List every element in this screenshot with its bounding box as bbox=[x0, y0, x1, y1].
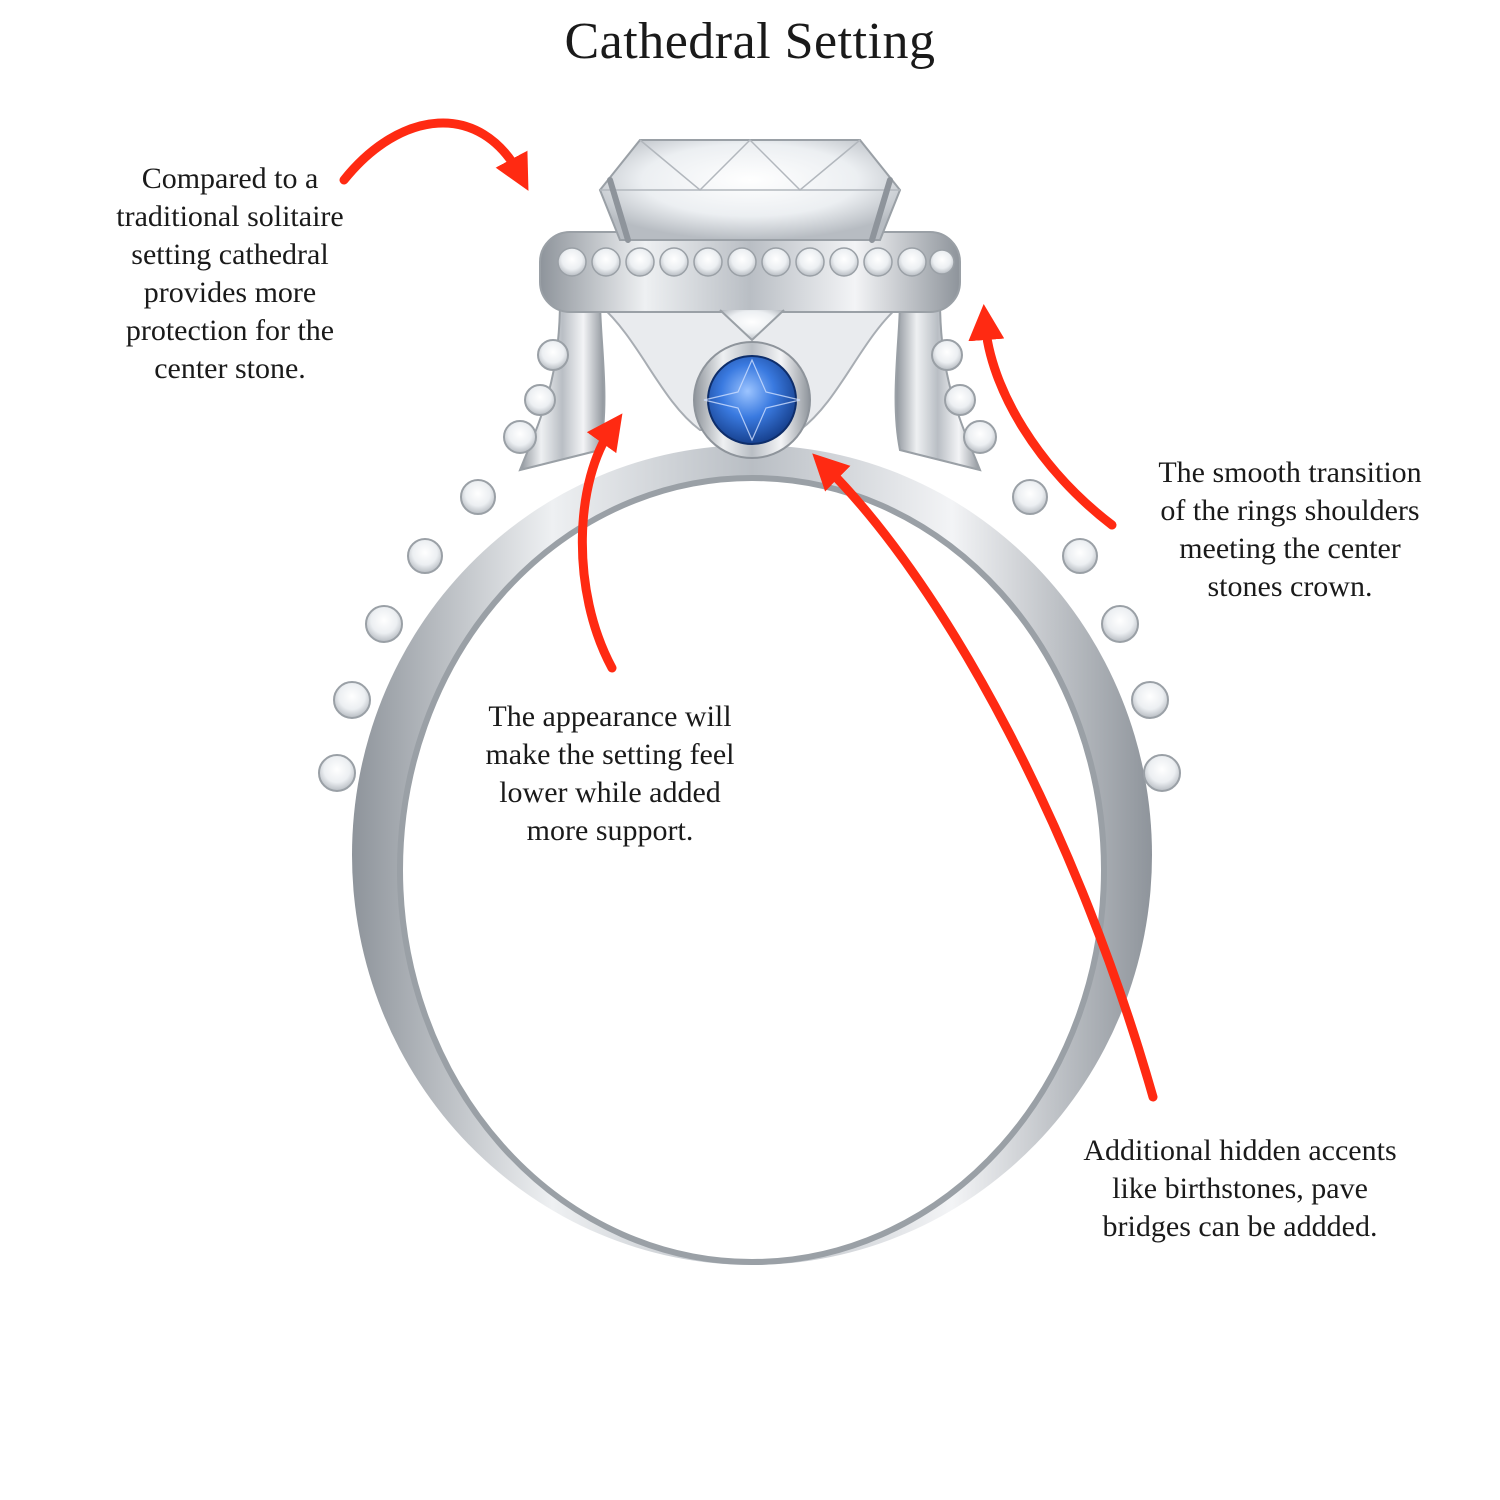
ring-band bbox=[352, 445, 1152, 1265]
halo-head bbox=[539, 231, 961, 313]
callout-lower-appearance: The appearance will make the setting fee… bbox=[485, 700, 735, 847]
callout-hidden-accents: Additional hidden accents like birthston… bbox=[1083, 1134, 1397, 1243]
arrow-to-hidden-accent bbox=[812, 453, 1158, 1102]
callout-smooth-transition: The smooth transition of the rings shoul… bbox=[1158, 456, 1422, 603]
arrow-to-cathedral-arch bbox=[577, 413, 623, 673]
center-diamond bbox=[598, 138, 902, 342]
callout-protection: Compared to a traditional solitaire sett… bbox=[116, 162, 344, 385]
diagram-title: Cathedral Setting bbox=[564, 13, 936, 70]
arrows bbox=[339, 118, 1158, 1102]
arrow-to-center-stone bbox=[339, 118, 529, 191]
pave-stones bbox=[318, 339, 1181, 792]
arrow-to-shoulder bbox=[968, 304, 1117, 530]
hidden-accent-stone bbox=[693, 341, 811, 459]
